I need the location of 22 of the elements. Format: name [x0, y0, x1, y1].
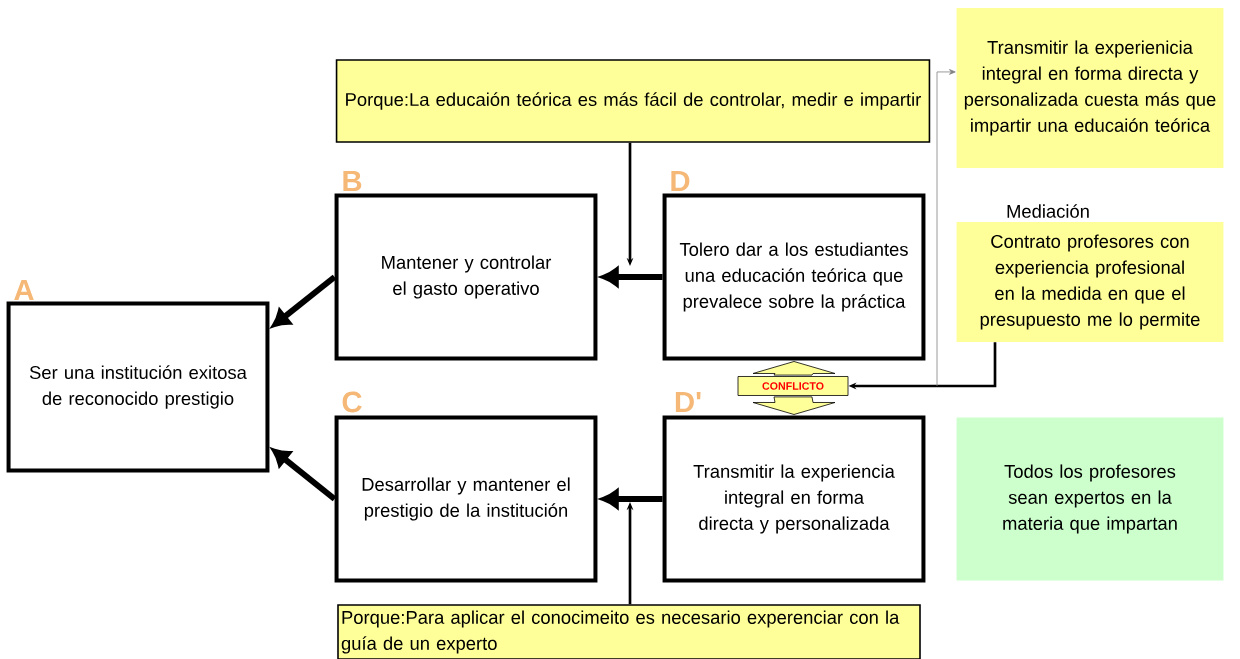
arrow: [936, 69, 956, 387]
conflict-box: CONFLICTO: [737, 376, 849, 396]
note-box: Todos los profesores sean expertos en la materia que impartan: [956, 417, 1224, 581]
note-box: Transmitir la experienicia integral en forma directa y personalizada cuesta más que impartir una educaión teórica: [956, 8, 1224, 168]
letter-label: D': [675, 391, 701, 413]
reason-box: Porque:La educaión teórica es más fácil de controlar, medir e impartir: [335, 59, 931, 143]
process-box: Ser una institución exitosa de reconocido prestigio: [6, 301, 270, 473]
reason-box: Porque:Para aplicar el conocimeito es necesario experenciar con la guía de un experto: [337, 604, 921, 659]
letter-label: A: [14, 279, 34, 301]
process-box: Transmitir la experiencia integral en forma directa y personalizada: [662, 415, 926, 583]
note-box: Contrato profesores con experiencia profesional en la medida en que el presupuesto me lo permite: [956, 222, 1224, 342]
block-arrow: [752, 361, 836, 376]
letter-label: D: [671, 170, 690, 192]
heading-label: Mediación: [1007, 204, 1089, 218]
letter-label: C: [342, 391, 362, 413]
process-box: Mantener y controlar el gasto operativo: [334, 193, 598, 361]
arrow: [272, 448, 337, 502]
arrow: [272, 274, 337, 328]
letter-label: B: [343, 170, 362, 192]
process-box: Tolero dar a los estudiantes una educación teórica que prevalece sobre la práctica: [662, 193, 926, 361]
block-arrow: [752, 396, 836, 415]
process-box: Desarrollar y mantener el prestigio de la institución: [334, 415, 598, 583]
